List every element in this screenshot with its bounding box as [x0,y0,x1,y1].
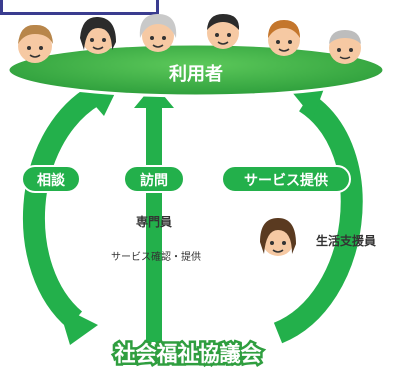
specialist-label: 専門員 [136,214,172,229]
users-label: 利用者 [169,63,223,85]
avatar-woman-1 [18,24,53,63]
avatar-elder-man [329,30,361,64]
avatar-woman-2 [80,16,116,54]
service-confirm-label: サービス確認・提供 [111,250,201,263]
header-frame [0,0,159,15]
council-label: 社会福祉協議会 [114,342,262,366]
pill-service-provision-label: サービス提供 [244,172,328,189]
pill-service-provision: サービス提供 [221,165,351,193]
users-oval [6,42,386,98]
avatar-man-1 [207,14,240,49]
pill-consultation-label: 相談 [37,172,66,189]
user-avatars [18,14,361,64]
pill-consultation: 相談 [21,165,81,193]
arrow-center-visit [134,84,174,342]
arrowhead-council [58,305,98,345]
life-support-label: 生活支援員 [316,233,376,248]
pill-visit: 訪問 [123,165,185,193]
arrow-left-consultation [22,85,118,329]
arrow-right-service [273,86,363,344]
avatar-elder-woman [139,14,177,52]
avatar-life-support-worker [260,218,296,256]
pill-visit-label: 訪問 [140,172,168,189]
avatar-man-2 [268,20,300,56]
